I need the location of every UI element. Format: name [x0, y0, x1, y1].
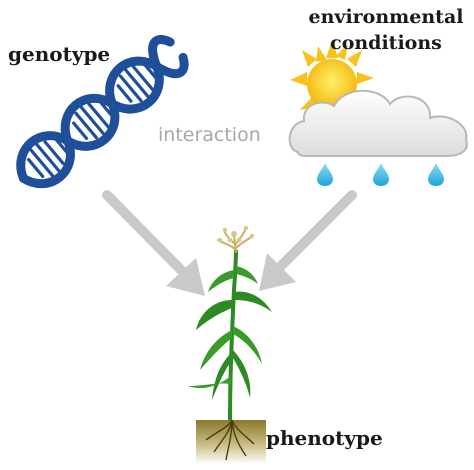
genotype-label: genotype — [8, 42, 111, 66]
dna-helix-icon — [16, 35, 189, 188]
interaction-label: interaction — [158, 124, 261, 146]
environmental-label-line1: environmental — [308, 6, 464, 28]
cloud-icon — [288, 89, 468, 157]
phenotype-label: phenotype — [266, 426, 383, 450]
environment-arrow — [259, 190, 357, 291]
plant-icon — [188, 225, 272, 421]
environmental-label-line2: conditions — [330, 32, 442, 54]
environmental-conditions-label: environmental conditions — [300, 4, 472, 56]
raindrop-icon — [317, 163, 444, 186]
soil-block — [196, 419, 266, 464]
genotype-arrow — [102, 190, 205, 296]
